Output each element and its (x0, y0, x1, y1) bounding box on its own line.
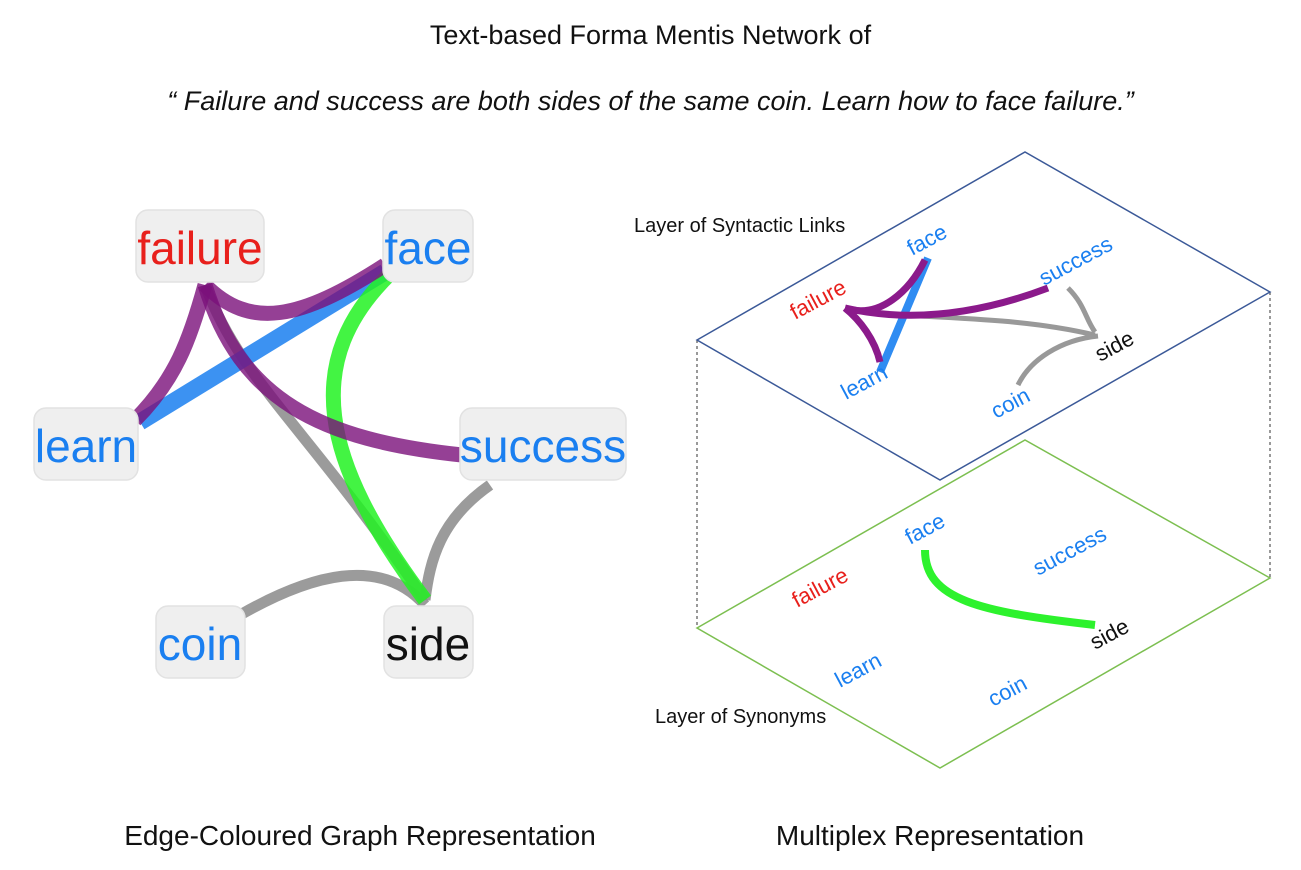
ml-edge-coin-side (1015, 333, 1099, 387)
ml-edge-success-side (1066, 286, 1098, 334)
ml-bottom-learn: learn (831, 647, 886, 692)
synonym-edge-face-side (921, 549, 1096, 629)
ml-bottom-success: success (1029, 521, 1111, 580)
node-face: face (382, 209, 474, 283)
figure-title-main: Text-based Forma Mentis Network (429, 20, 842, 50)
syntactic-layer-plane (695, 151, 1272, 481)
node-failure: failure (135, 209, 265, 283)
node-label: face (385, 222, 472, 274)
figure-title-suffix: of (848, 20, 872, 50)
ml-top-learn: learn (837, 359, 892, 404)
ml-bottom-face: face (901, 508, 949, 550)
ml-top-side: side (1091, 325, 1138, 366)
ml-bottom-coin: coin (984, 670, 1031, 711)
node-coin: coin (155, 605, 246, 679)
node-label: learn (35, 420, 137, 472)
node-label: side (386, 618, 470, 670)
ml-edge-failure-success (844, 284, 1050, 319)
quote-text: “ Failure and success are both sides of … (167, 86, 1134, 116)
node-side: side (383, 605, 474, 679)
right-caption: Multiplex Representation (775, 820, 1085, 851)
node-success: success (459, 407, 627, 481)
ml-top-success: success (1035, 231, 1117, 290)
synonym-layer-label: Layer of Synonyms (655, 706, 827, 728)
node-label: coin (158, 618, 242, 670)
syntactic-layer-label: Layer of Syntactic Links (634, 215, 846, 237)
synonym-layer-labels: failure face learn success coin side (788, 508, 1133, 712)
ml-top-coin: coin (987, 382, 1034, 423)
synonym-layer-plane (695, 439, 1272, 769)
ml-top-failure: failure (786, 274, 851, 324)
ml-top-face: face (903, 219, 951, 261)
left-caption: Edge-Coloured Graph Representation (124, 820, 596, 851)
edge-failure-learn (129, 283, 213, 426)
node-label: failure (137, 222, 262, 274)
syntactic-layer-edges (842, 256, 1099, 387)
edge-failure-face (199, 258, 390, 321)
node-label: success (460, 420, 626, 472)
syntactic-layer-labels: failure face learn success coin side (786, 219, 1138, 424)
edge-coloured-graph: failure face learn success coin side (33, 209, 627, 679)
multiplex-representation: failure face learn success coin side fai… (695, 151, 1272, 769)
edge-failure-success (197, 282, 463, 463)
ml-bottom-side: side (1086, 613, 1133, 654)
edge-face-side (325, 266, 432, 605)
figure-title: Text-based Forma Mentis Network of (0, 20, 1301, 51)
edge-coin-side (237, 569, 430, 620)
node-learn: learn (33, 407, 139, 481)
edge-success-side (419, 480, 494, 601)
